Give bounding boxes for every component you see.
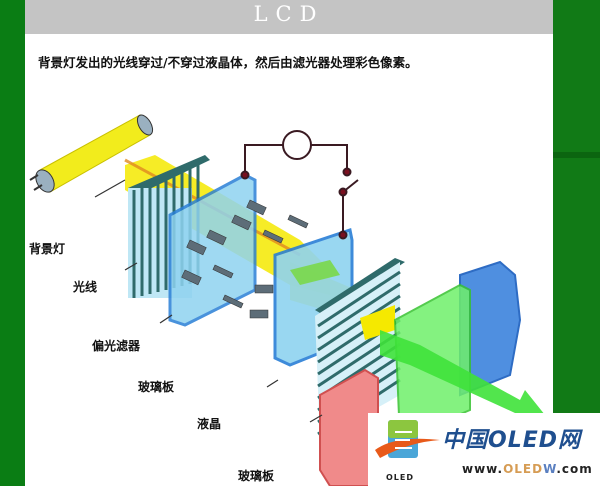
url-w: W [543,462,557,476]
description-text: 背景灯发出的光线穿过/不穿过液晶体，然后由滤光器处理彩色像素。 [38,55,418,70]
url-prefix: www. [462,462,504,476]
label-polarizer: 偏光滤器 [92,339,141,353]
circuit [240,130,359,240]
url-suffix: .com [556,462,593,476]
right-border-band [553,152,600,158]
label-glass-plate-1: 玻璃板 [138,380,175,394]
oled-logo-graphic [368,413,600,486]
title-bar: LCD [25,0,553,34]
label-glass-plate-2: 玻璃板 [238,469,275,483]
label-light: 光线 [73,280,98,294]
label-liquid-crystal: 液晶 [197,417,222,431]
url-brand: OLED [503,462,544,476]
watermark-url: www.OLEDW.com [462,462,593,476]
watermark-brand: 中国OLED网 [442,428,582,453]
watermark-logo-text: OLED [386,473,415,482]
output-arrow [380,330,545,425]
left-border [0,0,25,486]
label-backlight: 背景灯 [29,242,66,256]
page-title: LCD [253,2,325,26]
pointer-lines [94,179,323,423]
liquid-crystal-molecules [181,199,309,319]
backlight-tube [29,114,154,193]
right-border [553,0,600,486]
